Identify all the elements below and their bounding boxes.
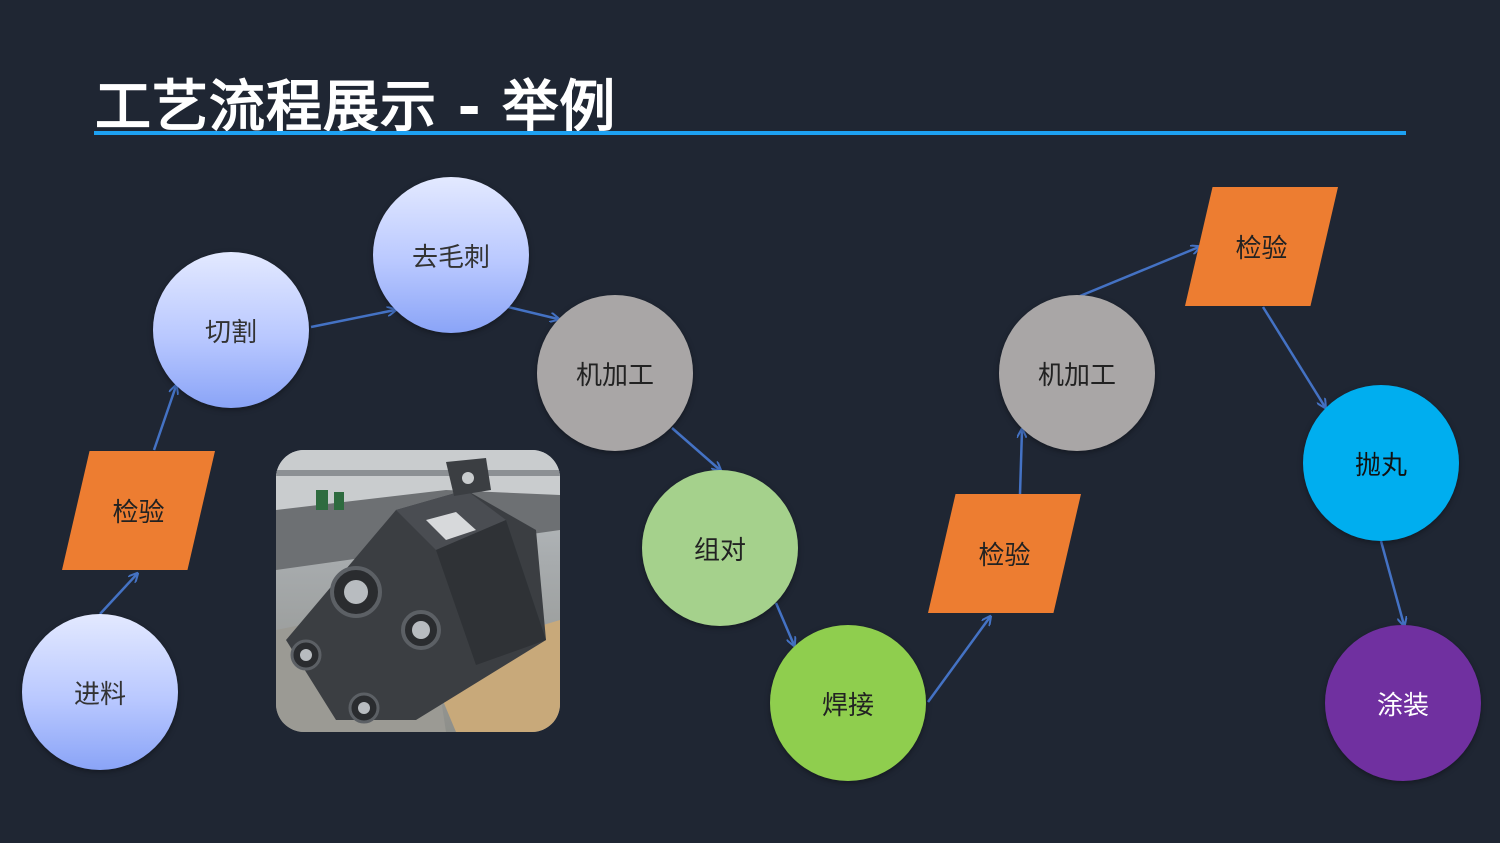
node-inspect-3: 检验 (1185, 187, 1338, 306)
node-blast: 抛丸 (1303, 385, 1459, 541)
node-inspect-1-label: 检验 (112, 498, 165, 528)
node-inspect-2: 检验 (928, 494, 1081, 613)
parallelogram-shape (1185, 187, 1338, 306)
node-cut-label: 切割 (204, 317, 257, 348)
node-deburr-label: 去毛刺 (411, 242, 490, 273)
node-feed: 进料 (22, 614, 178, 770)
node-assemble-label: 组对 (693, 535, 746, 566)
node-inspect-3-label: 检验 (1235, 234, 1288, 264)
parallelogram-shape (928, 494, 1081, 613)
arrow-inspect3-blast (1261, 306, 1325, 407)
arrow-machining1-assemble (671, 427, 720, 470)
part-illustration (276, 450, 560, 732)
node-blast-label: 抛丸 (1354, 450, 1407, 481)
arrow-assemble-weld (774, 602, 794, 645)
arrow-feed-inspect1 (99, 574, 137, 615)
arrow-inspect1-cut (152, 386, 176, 451)
node-deburr: 去毛刺 (373, 177, 529, 333)
node-machining-2: 机加工 (999, 295, 1155, 451)
title-underline (94, 131, 1406, 135)
parallelogram-shape (62, 451, 215, 570)
page-title: 工艺流程展示 - 举例 (95, 75, 617, 140)
node-machining-2-label: 机加工 (1037, 360, 1116, 391)
node-inspect-2-label: 检验 (978, 541, 1031, 571)
arrow-weld-inspect2 (926, 617, 990, 703)
node-coat-label: 涂装 (1376, 690, 1429, 721)
node-feed-label: 进料 (73, 679, 126, 710)
arrow-deburr-machining1 (507, 305, 558, 319)
arrow-blast-coat (1379, 540, 1404, 625)
node-cut: 切割 (153, 252, 309, 408)
node-machining-1-label: 机加工 (575, 360, 654, 391)
arrow-inspect2-machining2 (1020, 430, 1022, 495)
node-inspect-1: 检验 (62, 451, 215, 570)
part-photo (276, 450, 560, 732)
node-coat: 涂装 (1325, 625, 1481, 781)
node-weld: 焊接 (770, 625, 926, 781)
node-machining-1: 机加工 (537, 295, 693, 451)
arrow-cut-deburr (310, 310, 395, 329)
node-assemble: 组对 (642, 470, 798, 626)
arrow-machining2-inspect3 (1079, 247, 1199, 298)
node-weld-label: 焊接 (821, 690, 874, 721)
